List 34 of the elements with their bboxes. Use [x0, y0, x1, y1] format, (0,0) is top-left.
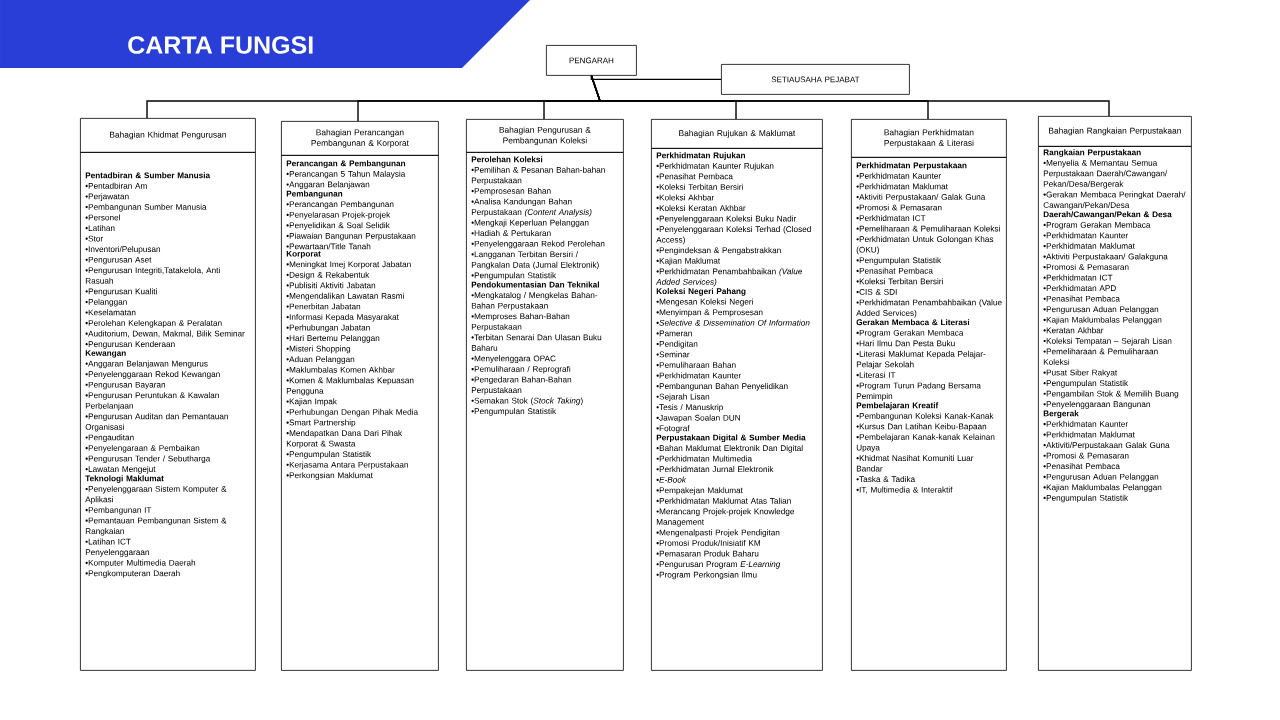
division-box: Bahagian Rangkaian Perpustakaan — [1038, 116, 1192, 147]
function-panel — [651, 148, 823, 671]
function-list: Daerah/Cawangan/Pekan & Desa •Program Gerakan Membaca •Perkhidmatan Kaunter •Perkhidmatan Maklumat •Aktiviti Perpustakaan/ Galakguna •Promosi & Pemasaran •Perkhidmatan ICT •Perkhidmatan APD •Penasihat Pembaca •Pengurusan Aduan Pelanggan •Kajian Maklumbalas Pelanggan •Keratan Akhbar •Koleksi Tempatan – Sejarah Lisan •Pemeliharaan & Pemuliharaan Koleksi •Pusat Siber Rakyat •Pengumpulan Statistik •Pengambilan Stok & Memilih Buang •Penyelenggaraan Bangunan — [1043, 211, 1179, 409]
function-list: Pembangunan •Perancangan Pembangunan •Penyelarasan Projek-projek •Penyelidikan & Soal Selidik •Piawaian Bangunan Perpustakaan •Pewartaan/Title Tanah — [286, 190, 416, 250]
function-list: Perpustakaan Digital & Sumber Media •Bahan Maklumat Elektronik Dan Digital •Perkhidmatan Multimedia •Perkhidmatan Jurnal Elektronik •E-Book •Pempakejan Maklumat •Perkhidmatan Maklumat Atas Talian •Merancang Projek-projek Knowledge Management •Mengenalpasti Projek Pendigitan •Promosi Produk/Inisiatif KM •Pemasaran Produk Baharu •Pengurusan Program E-Learning •Program Perkongsian Ilmu — [656, 434, 806, 580]
function-panel — [80, 152, 256, 671]
function-list: Perkhidmatan Rujukan •Perkhidmatan Kaunter Rujukan •Penasihat Pembaca •Koleksi Terbitan Bersiri •Koleksi Akhbar •Koleksi Keratan Akhbar •Penyelenggaraan Koleksi Buku Nadir •Penyelenggaraan Koleksi Terhad (Closed Access) •Pengindeksan & Pengabstrakkan •Kajian Maklumat •Perkhidmatan Penambahbaikan (Value Added Services) — [655, 152, 811, 287]
connector-line — [590, 75, 1110, 117]
function-list: Rangkaian Perpustakaan •Menyelia & Memantau Semua Perpustakaan Daerah/Cawangan/ Pekan/Desa/Bergerak •Gerakan Membaca Peringkat Daerah/ Cawangan/Pekan/Desa — [1043, 149, 1186, 210]
function-list: Pentadbiran & Sumber Manusia •Pentadbiran Am •Perjawatan •Pembangunan Sumber Manusia •Personel •Latihan •Stor •Inventori/Pelupusan •Pengurusan Aset •Pengurusan Integriti,Tatakelola, Anti Rasuah •Pengurusan Kualiti •Pelanggan •Keselamatan •Perolehan Kelengkapan & Peralatan •Auditorium, Dewan, Makmal, Bilik Seminar •Pengurusan Kenderaan — [85, 172, 245, 349]
title: CARTA FUNGSI — [128, 36, 313, 54]
function-list: Perancangan & Pembangunan •Perancangan 5 Tahun Malaysia •Anggaran Belanjawan — [286, 160, 406, 189]
function-list: Gerakan Membaca & Literasi •Program Gerakan Membaca •Hari Ilmu Dan Pesta Buku •Literasi Maklumat Kepada Pelajar-Pelajar Sekolah •Literasi IT •Program Turun Padang Bersama Pemimpin — [856, 319, 986, 401]
function-list: Kewangan •Anggaran Belanjawan Mengurus •Penyelenggaraan Rekod Kewangan •Pengurusan Bayaran •Pengurusan Peruntukan & Kawalan Perbelanjaan •Pengurusan Auditan dan Pemantauan Organisasi •Pengauditan •Penyelengaraan & Pembaikan •Pengurusan Tender / Sebutharga •Lawatan Mengejut — [85, 350, 228, 474]
position-box: SETIAUSAHA PEJABAT — [721, 64, 910, 95]
division-box: Bahagian Perkhidmatan Perpustakaan & Literasi — [851, 119, 1007, 158]
function-list: Korporat •Meningkat Imej Korporat Jabatan •Design & Rekabentuk •Publisiti Aktiviti Jabatan •Mengendalikan Lawatan Rasmi •Penerbitan Jabatan •Informasi Kepada Masyarakat •Perhubungan Jabatan •Hari Bertemu Pelanggan •Misteri Shopping •Aduan Pelanggan •Maklumbalas Komen Akhbar •Komen & Maklumbalas Kepuasan Pengguna •Kajian Impak •Perhubungan Dengan Pihak Media •Smart Partnership •Mendapatkan Dana Dari Pihak Korporat & Swasta •Pengumpulan Statistik •Kerjasama Antara Perpustakaan •Perkongsian Maklumat — [286, 250, 419, 480]
function-list: Pembelajaran Kreatif •Pembangunan Koleksi Kanak-Kanak •Kursus Dan Latihan Keibu-Bapaan •Pembelajaran Kanak-kanak Kelainan Upaya •Khidmat Nasihat Komuniti Luar Bandar •Taska & Tadika •IT, Multimedia & Interaktif — [856, 402, 995, 494]
function-panel — [851, 157, 1007, 671]
division-box: Bahagian Perancangan Pembangunan & Korporat — [281, 121, 439, 156]
function-panel — [281, 155, 439, 671]
function-panel — [466, 152, 624, 671]
function-list: Perkhidmatan Perpustakaan •Perkhidmatan Kaunter •Perkhidmatan Maklumat •Aktiviti Perpustakaan/ Galak Guna •Promosi & Pemasaran •Perkhidmatan ICT •Pemeliharaan & Pemuliharaan Koleksi •Perkhidmatan Untuk Golongan Khas (OKU) •Pengumpulan Statistik •Penasihat Pembaca •Koleksi Terbitan Bersiri •CIS & SDI •Perkhidmatan Penambahbaikan (Value Added Services) — [856, 162, 1002, 318]
division-box: Bahagian Pengurusan & Pembangunan Koleksi — [466, 119, 624, 153]
function-panel — [1038, 146, 1192, 671]
connector-line — [590, 75, 722, 81]
function-list: Pendokumentasian Dan Teknikal •Mengkatalog / Mengkelas Bahan-Bahan Perpustakaan •Memproses Bahan-Bahan Perpustakaan •Terbitan Senarai Dan Ulasan Buku Baharu •Menyelenggara OPAC •Pemuliharaan / Reprografi •Pengedaran Bahan-Bahan Perpustakaan •Semakan Stok (Stock Taking) •Pengumpulan Statistik — [471, 281, 602, 416]
function-list: Koleksi Negeri Pahang •Mengesan Koleksi Negeri •Menyimpan & Pemprosesan •Selective & Dissemination Of Information •Pameran •Pendigitan •Seminar •Pemuliharaan Bahan •Perkhidmatan Kaunter •Pembangunan Bahan Penyelidikan •Sejarah Lisan •Tesis / Manuskrip •Jawapan Soalan DUN •Fotograf — [656, 288, 810, 433]
function-list: Bergerak •Perkhidmatan Kaunter •Perkhidmatan Maklumat •Aktiviti/Perpustakaan Galak Guna •Promosi & Pemasaran •Penasihat Pembaca •Pengurusan Aduan Pelanggan •Kajian Maklumbalas Pelanggan •Pengumpulan Statistik — [1043, 410, 1170, 503]
division-box: Bahagian Khidmat Pengurusan — [80, 118, 256, 153]
function-list: Teknologi Maklumat •Penyelenggaraan Sistem Komputer & Aplikasi •Pembangunan IT •Pemantauan Pembangunan Sistem & Rangkaian •Latihan ICT Penyelenggaraan •Komputer Multimedia Daerah •Pengkomputeran Daerah — [85, 475, 227, 578]
position-box: PENGARAH — [546, 45, 637, 76]
function-list: Perolehan Koleksi •Pemilihan & Pesanan Bahan-bahan Perpustakaan •Pemprosesan Bahan •Analisa Kandungan Bahan Perpustakaan (Content Analysis) •Mengkaji Keperluan Pelanggan •Hadiah & Pertukaran •Penyelenggaraan Rekod Perolehan •Langganan Terbitan Bersiri / Pangkalan Data (Jurnal Elektronik) •Pengumpulan Statistik — [471, 156, 605, 280]
division-box: Bahagian Rujukan & Maklumat — [651, 119, 823, 149]
